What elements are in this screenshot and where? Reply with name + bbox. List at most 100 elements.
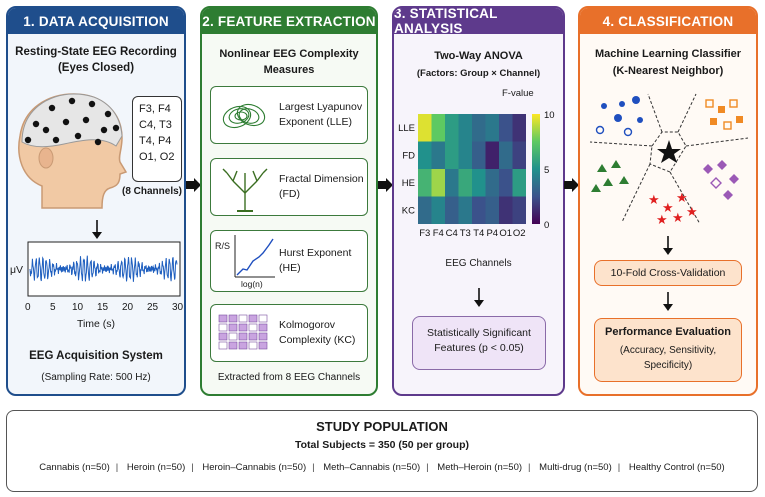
heatmap-cell — [499, 196, 513, 224]
arrow-down-icon — [92, 220, 102, 239]
heatmap-cell — [458, 114, 472, 142]
heatmap-cell — [458, 196, 472, 224]
colorbar-tick: 0 — [544, 220, 549, 231]
panel-feature-extraction: 2. FEATURE EXTRACTION Nonlinear EEG Comp… — [200, 6, 378, 396]
group-label: Meth–Heroin (n=50) — [437, 462, 523, 473]
svg-text:★: ★ — [672, 211, 684, 226]
significant-features-box: Statistically Significant Features (p < … — [412, 316, 546, 370]
arrow-right-icon — [564, 178, 579, 192]
performance-evaluation-box: Performance Evaluation (Accuracy, Sensit… — [594, 318, 742, 382]
heatmap-cell — [458, 141, 472, 169]
arrow-right-icon — [378, 178, 393, 192]
heatmap-cell — [485, 141, 499, 169]
channel-list: F3, F4 C4, T3 T4, P4 O1, O2 — [132, 96, 182, 182]
group-label: Meth–Cannabis (n=50) — [323, 462, 421, 473]
system-title: EEG Acquisition System — [29, 350, 163, 362]
group-label: Healthy Control (n=50) — [628, 462, 725, 473]
panel-title: 1. DATA ACQUISITION — [8, 8, 184, 34]
heatmap-col-label: T3 — [460, 228, 471, 239]
panel-heading: Resting-State EEG Recording (Eyes Closed… — [15, 46, 177, 74]
heatmap-xlabel: EEG Channels — [445, 258, 512, 269]
colorbar — [532, 114, 540, 224]
hurst-xlabel: log(n) — [241, 279, 263, 289]
svg-text:★: ★ — [648, 193, 660, 208]
arrow-down-icon — [474, 288, 484, 307]
panel-heading: Nonlinear EEG Complexity Measures — [219, 48, 359, 76]
heatmap-cell — [499, 114, 513, 142]
heatmap-cell — [445, 169, 459, 197]
heatmap-col-label: O1 — [499, 228, 512, 239]
heatmap-row-label: FD — [402, 150, 415, 161]
panel-heading: Two-Way ANOVA (Factors: Group × Channel) — [416, 50, 541, 79]
heatmap-col-label: F4 — [433, 228, 444, 239]
fractal-tree-icon — [222, 168, 268, 212]
heatmap-cell — [431, 169, 445, 197]
arrow-right-icon — [186, 178, 201, 192]
hurst-plot-icon — [234, 235, 275, 278]
sampling-rate: (Sampling Rate: 500 Hz) — [41, 372, 151, 383]
complexity-grid-icon — [218, 314, 268, 350]
heatmap-cell — [472, 114, 486, 142]
eeg-signal-plot — [27, 241, 181, 297]
feature-label: Fractal Dimension(FD) — [279, 173, 364, 200]
population-title: STUDY POPULATION — [316, 419, 448, 434]
attractor-icon — [222, 103, 266, 129]
heatmap-col-label: P4 — [486, 228, 498, 239]
heatmap-cell — [458, 169, 472, 197]
group-label: Cannabis (n=50) — [39, 462, 110, 473]
colorbar-tick: 5 — [544, 165, 549, 176]
panel-title: 3. STATISTICAL ANALYSIS — [394, 8, 563, 36]
heatmap-cell — [512, 114, 526, 142]
panel-title: 4. CLASSIFICATION — [580, 8, 756, 34]
heatmap-cell — [512, 141, 526, 169]
heatmap-cell — [445, 196, 459, 224]
hurst-ylabel: R/S — [215, 241, 231, 251]
heatmap-col-label: T4 — [473, 228, 484, 239]
panel-statistical-analysis: 3. STATISTICAL ANALYSIS Two-Way ANOVA (F… — [392, 6, 565, 396]
heatmap-cell — [472, 169, 486, 197]
heatmap-cell — [431, 114, 445, 142]
heatmap-col-label: C4 — [446, 228, 458, 239]
heatmap-cell — [418, 169, 432, 197]
heatmap-col-label: F3 — [419, 228, 430, 239]
feature-label: Hurst Exponent(HE) — [279, 247, 352, 274]
heatmap-cell — [418, 141, 432, 169]
heatmap-col-label: O2 — [513, 228, 526, 239]
panel-data-acquisition: 1. DATA ACQUISITION Resting-State EEG Re… — [6, 6, 186, 396]
population-groups: Cannabis (n=50)| Heroin (n=50)| Heroin–C… — [39, 462, 725, 473]
arrow-down-icon — [663, 292, 673, 311]
heatmap-cell — [485, 114, 499, 142]
feature-card-fd: Fractal Dimension(FD) — [210, 158, 368, 216]
group-label: Heroin–Cannabis (n=50) — [202, 462, 307, 473]
colorbar-tick: 10 — [544, 110, 555, 121]
feature-footer: Extracted from 8 EEG Channels — [217, 372, 361, 383]
heatmap-cell — [418, 196, 432, 224]
panel-heading: Machine Learning Classifier (K-Nearest N… — [594, 48, 742, 77]
heatmap-row-label: KC — [402, 205, 415, 216]
eeg-head-icon — [18, 93, 128, 209]
heatmap-row-label: HE — [402, 178, 415, 189]
signal-ylabel: μV — [10, 264, 24, 276]
signal-xlabel: Time (s) — [76, 318, 116, 330]
group-label: Multi-drug (n=50) — [539, 462, 612, 473]
svg-text:★: ★ — [662, 201, 674, 216]
cross-validation-box: 10-Fold Cross-Validation — [594, 260, 742, 286]
heatmap-row-label: LLE — [398, 123, 415, 134]
heatmap-cell — [472, 196, 486, 224]
heatmap-cell — [485, 169, 499, 197]
colorbar-title: F-value — [502, 88, 534, 99]
heatmap-cell — [445, 114, 459, 142]
heatmap-cell — [418, 114, 432, 142]
panel-classification: 4. CLASSIFICATION Machine Learning Class… — [578, 6, 758, 396]
signal-x-ticks: 0 5 10 15 20 25 30 — [25, 302, 184, 313]
channel-count: (8 Channels) — [121, 186, 182, 197]
knn-scatter-icon: ★★★ ★★★ — [589, 93, 749, 226]
heatmap-cell — [445, 141, 459, 169]
feature-card-he: R/S log(n) Hurst Exponent(HE) — [210, 230, 368, 292]
heatmap-cell — [431, 196, 445, 224]
heatmap-cell — [431, 141, 445, 169]
